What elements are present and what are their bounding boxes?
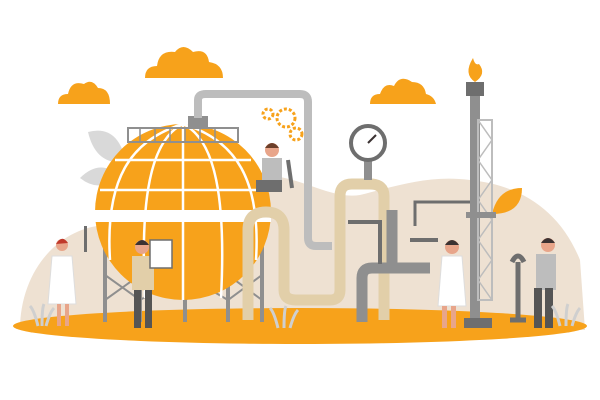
- pipe-thin: [413, 200, 470, 226]
- worker-clipboard: [132, 239, 173, 328]
- ground: [13, 308, 587, 344]
- cloud-icon: [58, 47, 436, 104]
- wrench-icon: [509, 253, 527, 323]
- flame-icon: [468, 58, 483, 82]
- pressure-gauge-icon: [349, 124, 387, 180]
- thermometer-icon: [84, 226, 87, 252]
- leaf-icon: [492, 188, 522, 214]
- pipe-grey: [356, 210, 430, 322]
- pipe-beige: [242, 178, 390, 320]
- gear-icon: [261, 107, 304, 142]
- pipe-thin: [348, 220, 382, 264]
- pipe-top: [194, 90, 332, 250]
- worker-wrench-top: [256, 143, 294, 192]
- clipboard-icon: [149, 239, 173, 269]
- worker-wrench: [509, 238, 556, 328]
- worker-thermometer: [47, 226, 87, 326]
- worker-valve: [437, 240, 467, 328]
- wrench-icon: [286, 159, 294, 189]
- grass: [28, 303, 582, 329]
- flare-stack: [464, 82, 496, 328]
- valve: [410, 238, 438, 242]
